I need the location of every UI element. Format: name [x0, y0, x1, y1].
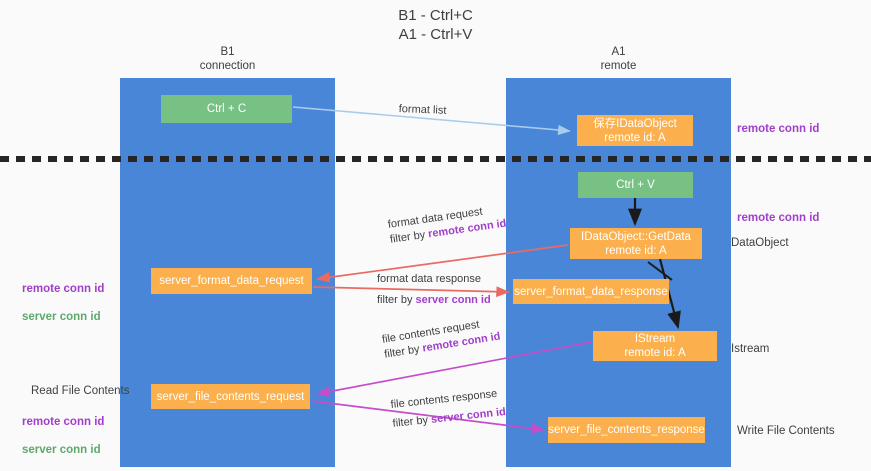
- note-right-write-file-contents: Write File Contents: [737, 425, 835, 437]
- box-ctrl-c[interactable]: Ctrl + C: [161, 95, 292, 123]
- box-server-format-data-response[interactable]: server_format_data_response: [513, 279, 669, 304]
- edge-label-format-data-response: format data response filter by server co…: [377, 272, 491, 308]
- box-server-format-data-request[interactable]: server_format_data_request: [151, 268, 312, 294]
- box-istream[interactable]: IStream remote id: A: [593, 331, 717, 361]
- note-left-remote-conn-id: remote conn id: [22, 283, 105, 295]
- edge-label-file-contents-request: file contents request filter by remote c…: [381, 315, 502, 363]
- filter-key-server-conn-id: server conn id: [430, 406, 507, 426]
- filter-by-text: filter by: [389, 228, 430, 246]
- note-left-conn-ids: remote conn id server conn id: [22, 268, 104, 338]
- note-left-read-file-contents: Read File Contents: [31, 385, 130, 397]
- column-header-a1: A1 remote: [600, 46, 637, 72]
- column-header-b1: B1 connection: [199, 46, 256, 72]
- note-right-dataobject: DataObject: [731, 237, 789, 249]
- filter-key-server-conn-id: server conn id: [415, 294, 491, 306]
- edge-label-line1: format data response: [377, 273, 481, 285]
- diagram-title: B1 - Ctrl+C A1 - Ctrl+V: [398, 7, 473, 43]
- note-left-server-conn-id: server conn id: [22, 311, 101, 323]
- note-right-istream: Istream: [731, 343, 770, 355]
- box-save-idataobject[interactable]: 保存IDataObject remote id: A: [577, 115, 693, 146]
- box-ctrl-v[interactable]: Ctrl + V: [578, 172, 693, 198]
- note-left-conn-ids-2: remote conn id server conn id: [22, 401, 104, 471]
- edge-label-format-list: format list: [398, 102, 447, 117]
- box-server-file-contents-response[interactable]: server_file_contents_response: [548, 417, 705, 443]
- edge-label-line2: filter by server conn id: [377, 293, 491, 308]
- box-idataobject-getdata[interactable]: IDataObject::GetData remote id: A: [570, 228, 702, 259]
- note-right-remote-conn-id-top: remote conn id: [737, 123, 820, 135]
- note-left-server-conn-id-2: server conn id: [22, 444, 101, 456]
- filter-by-text: filter by: [392, 413, 432, 430]
- box-server-file-contents-request[interactable]: server_file_contents_request: [151, 384, 310, 409]
- filter-by-text: filter by: [377, 294, 416, 306]
- note-left-remote-conn-id-2: remote conn id: [22, 416, 105, 428]
- note-right-remote-conn-id-mid: remote conn id: [737, 212, 820, 224]
- edge-label-format-data-request: format data request filter by remote con…: [387, 202, 507, 248]
- edge-label-file-contents-response: file contents response filter by server …: [390, 386, 507, 432]
